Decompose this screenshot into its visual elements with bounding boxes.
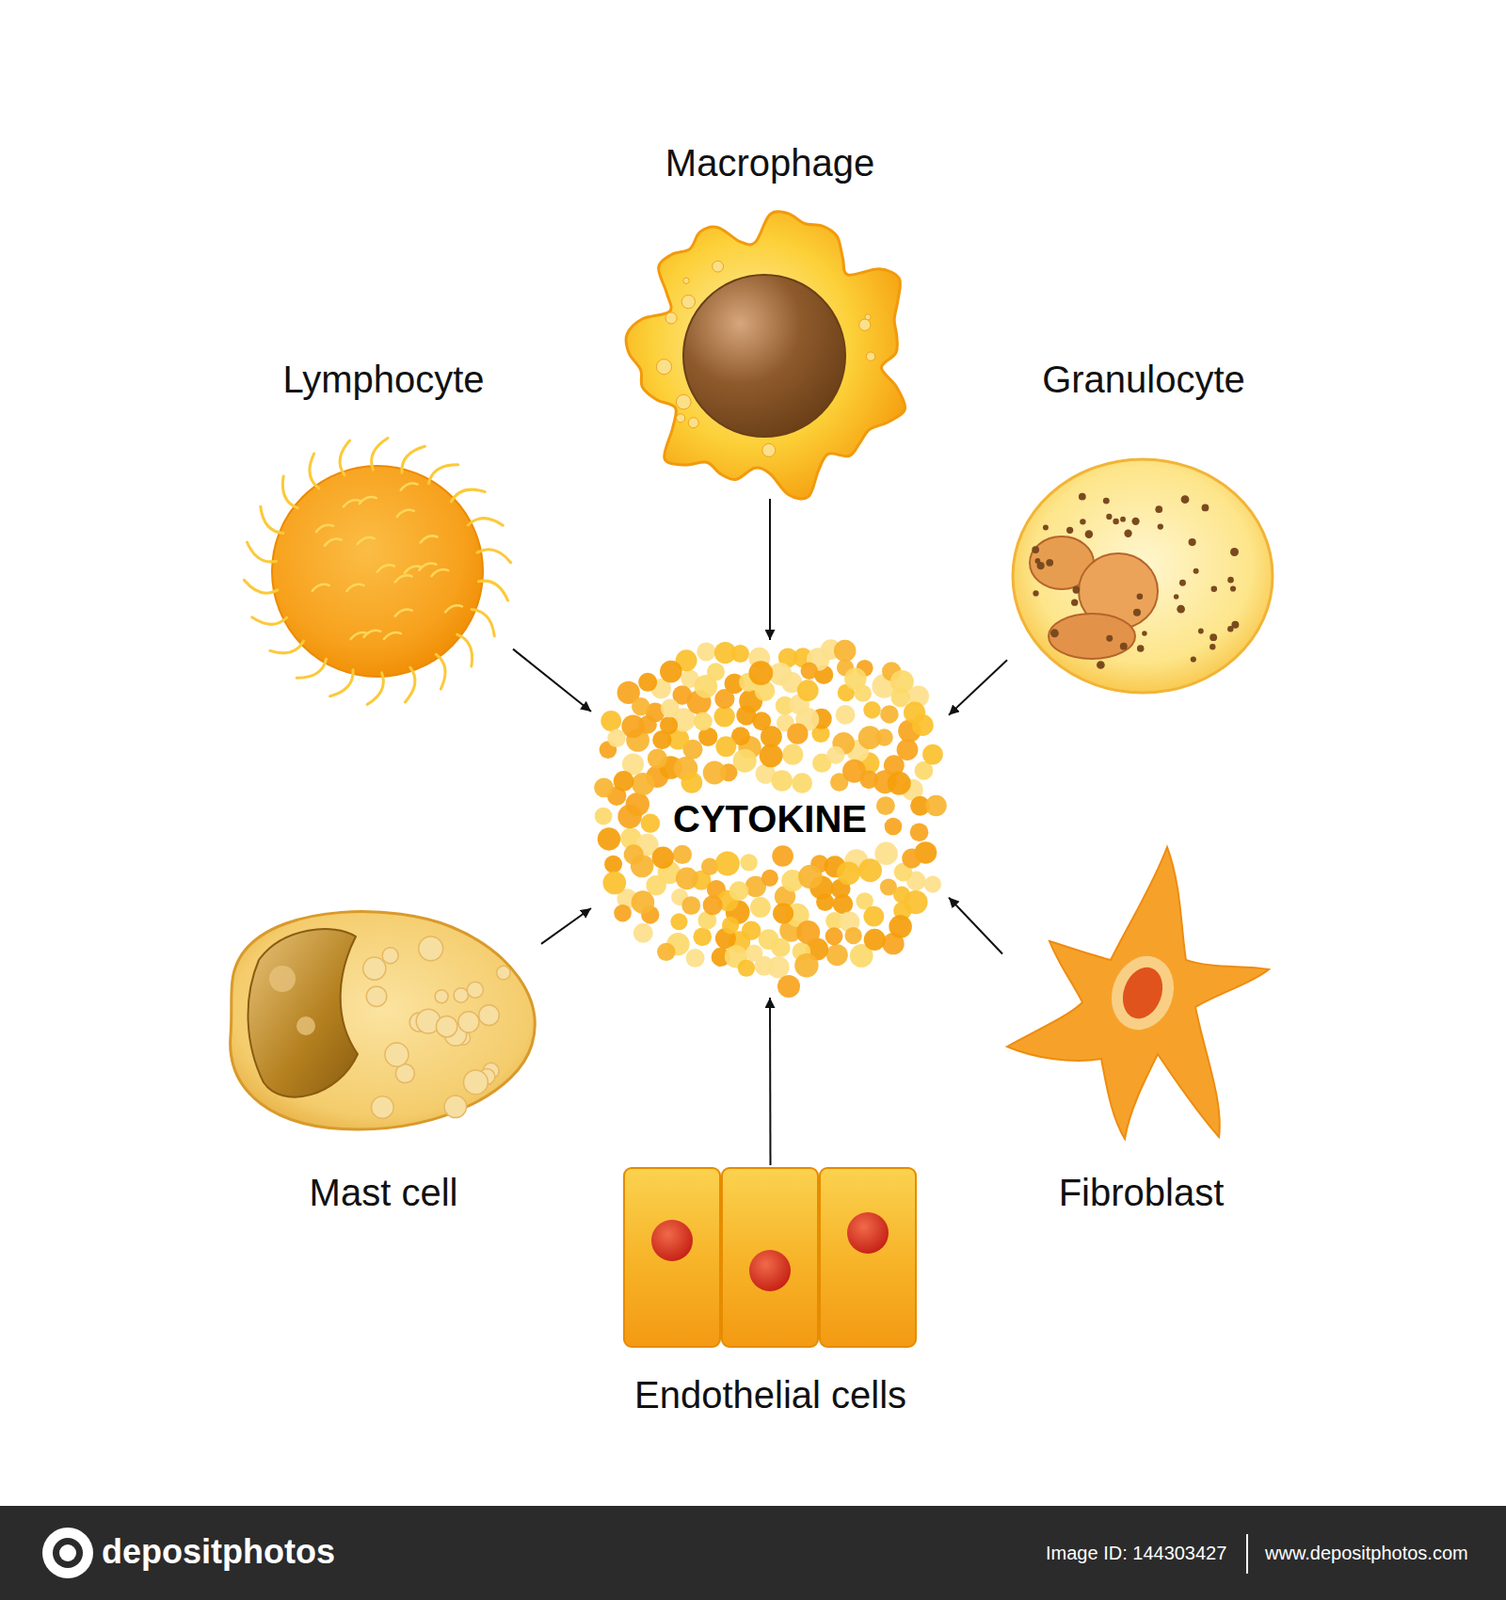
cell-label: Mast cell bbox=[309, 1170, 459, 1215]
arrow-connector bbox=[948, 659, 1008, 716]
fibroblast-cell bbox=[1007, 847, 1269, 1139]
arrow-connector bbox=[769, 498, 771, 641]
watermark-logo-text: depositphotos bbox=[101, 1531, 336, 1572]
watermark-url: www.depositphotos.com bbox=[1265, 1541, 1469, 1565]
cell-label: Fibroblast bbox=[1058, 1170, 1225, 1215]
arrow-connector bbox=[512, 649, 592, 712]
endothelial-layer bbox=[624, 1168, 916, 1347]
arrow-connector bbox=[541, 908, 592, 945]
granulocyte-cell bbox=[1012, 459, 1273, 693]
cell-label: Macrophage bbox=[665, 141, 875, 185]
cell-label: Lymphocyte bbox=[282, 357, 484, 401]
cell-label: Endothelial cells bbox=[634, 1373, 907, 1417]
logo-icon bbox=[42, 1527, 94, 1579]
lymphocyte-node: Lymphocyte bbox=[254, 357, 513, 697]
macrophage-node: Macrophage bbox=[609, 141, 930, 499]
logo-icon bbox=[59, 1544, 77, 1562]
granulocyte-node: Granulocyte bbox=[1007, 357, 1281, 702]
cytokine-dots bbox=[593, 639, 947, 998]
macrophage-cell bbox=[625, 211, 906, 499]
arrow-connector bbox=[948, 897, 1003, 955]
macrophage-nucleus bbox=[683, 274, 846, 437]
cell-label: Granulocyte bbox=[1041, 357, 1246, 401]
endothelial-node: Endothelial cells bbox=[622, 1165, 919, 1417]
mast-cell-node: Mast cell bbox=[225, 903, 542, 1215]
mast-cell bbox=[230, 912, 536, 1130]
footer-divider bbox=[1246, 1534, 1249, 1574]
fibroblast-node: Fibroblast bbox=[1002, 842, 1281, 1215]
logo-icon bbox=[52, 1538, 83, 1569]
arrow-connector bbox=[769, 997, 772, 1166]
lymphocyte-cell bbox=[243, 437, 511, 705]
center-label: CYTOKINE bbox=[672, 797, 867, 841]
image-id: Image ID: 144303427 bbox=[1045, 1541, 1227, 1565]
footer-bar bbox=[0, 1506, 1506, 1600]
cytokine-node: CYTOKINE bbox=[591, 640, 949, 998]
